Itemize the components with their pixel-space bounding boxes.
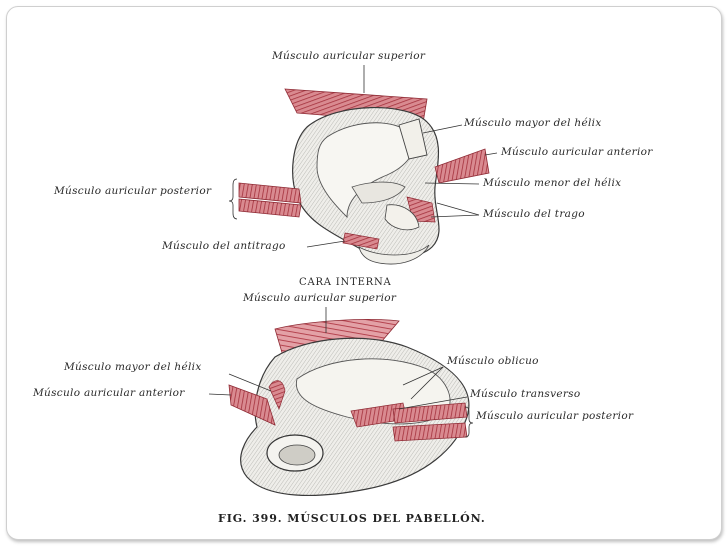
top-auricular-anterior-muscle (434, 148, 490, 184)
label-bottom-transverso: Músculo transverso (470, 388, 581, 400)
top-auricular-posterior-muscle (238, 182, 302, 204)
label-top-auricular-posterior: Músculo auricular posterior (54, 185, 212, 197)
label-top-mayor-helix: Músculo mayor del hélix (464, 117, 602, 129)
label-top-menor-helix: Músculo menor del hélix (483, 177, 622, 189)
label-top-auricular-superior: Músculo auricular superior (272, 50, 426, 62)
top-antitrago-muscle (342, 232, 380, 250)
label-bottom-oblicuo: Músculo oblicuo (447, 355, 539, 367)
ear-muscles-illustration (208, 65, 498, 497)
label-top-trago: Músculo del trago (483, 208, 585, 220)
bottom-leader-lines (208, 307, 474, 438)
bottom-auricular-posterior-muscle (392, 402, 468, 424)
top-mayor-helix-muscle (398, 118, 428, 160)
bottom-auricular-anterior-muscle (228, 384, 276, 426)
figure-caption: FIG. 399. MÚSCULOS DEL PABELLÓN. (218, 512, 486, 525)
slide-frame: Músculo auricular superior Músculo mayor… (6, 6, 722, 540)
label-top-auricular-anterior: Músculo auricular anterior (501, 146, 653, 158)
top-leader-lines (228, 65, 498, 248)
label-bottom-auricular-superior: Músculo auricular superior (243, 292, 397, 304)
label-bottom-auricular-anterior: Músculo auricular anterior (33, 387, 185, 399)
label-bottom-mayor-helix: Músculo mayor del hélix (64, 361, 202, 373)
top-ear-drawing (238, 88, 490, 265)
label-top-antitrago: Músculo del antitrago (162, 240, 286, 252)
heading-cara-interna: CARA INTERNA (299, 277, 392, 288)
bottom-ear-drawing (228, 319, 470, 497)
label-bottom-auricular-posterior: Músculo auricular posterior (476, 410, 634, 422)
